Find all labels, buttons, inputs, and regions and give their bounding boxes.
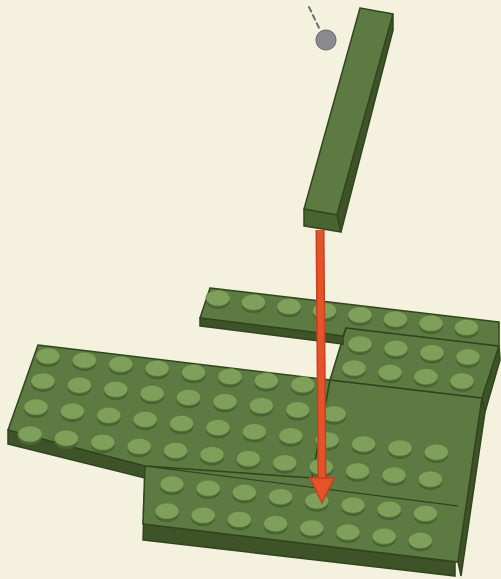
- stud: [269, 489, 293, 508]
- stud: [336, 524, 360, 543]
- stud: [286, 402, 310, 421]
- stud: [413, 505, 437, 524]
- stud: [384, 340, 408, 359]
- stud: [160, 476, 184, 495]
- stud: [133, 411, 157, 430]
- stud: [36, 348, 60, 367]
- stud: [72, 352, 96, 371]
- stud: [24, 399, 48, 418]
- stud: [145, 360, 169, 379]
- stud: [418, 471, 442, 490]
- stud: [352, 436, 376, 455]
- stud: [450, 373, 474, 392]
- stud: [414, 369, 438, 388]
- stud: [104, 381, 128, 400]
- stud: [200, 447, 224, 466]
- stud: [170, 415, 194, 434]
- stud: [191, 507, 215, 526]
- stud: [378, 364, 402, 383]
- stud: [420, 345, 444, 364]
- stud: [455, 319, 479, 338]
- stud: [91, 434, 115, 453]
- stud: [384, 311, 408, 330]
- stud: [206, 290, 230, 309]
- stud: [18, 426, 42, 445]
- stud: [236, 451, 260, 470]
- stud: [213, 394, 237, 413]
- stud: [341, 497, 365, 516]
- stud: [346, 463, 370, 482]
- stud: [273, 455, 297, 474]
- stud: [54, 430, 78, 449]
- stud: [232, 484, 256, 503]
- stud: [388, 440, 412, 459]
- stud: [227, 511, 251, 530]
- stud: [109, 356, 133, 375]
- stud: [377, 501, 401, 520]
- stud: [264, 516, 288, 535]
- stud: [177, 389, 201, 408]
- stud: [97, 407, 121, 426]
- stud: [60, 403, 84, 422]
- stud: [424, 444, 448, 463]
- stud: [348, 307, 372, 326]
- stud: [31, 373, 55, 392]
- stud: [218, 369, 242, 388]
- stud: [196, 480, 220, 499]
- stud: [242, 424, 266, 443]
- stud: [279, 428, 303, 447]
- stud: [164, 442, 188, 461]
- stud: [254, 373, 278, 392]
- stud: [206, 420, 230, 439]
- stud: [155, 503, 179, 522]
- stud: [456, 349, 480, 368]
- stud: [291, 377, 315, 396]
- stud: [249, 398, 273, 417]
- stud: [127, 438, 151, 457]
- stud: [277, 298, 301, 317]
- pointer-marker: [309, 7, 336, 50]
- stud: [300, 520, 324, 539]
- stud: [342, 360, 366, 379]
- stud: [408, 532, 432, 551]
- stud: [242, 294, 266, 313]
- stud: [382, 467, 406, 486]
- stud: [67, 377, 91, 396]
- stud: [140, 385, 164, 404]
- stud: [182, 364, 206, 383]
- stud: [348, 336, 372, 355]
- stud: [419, 315, 443, 334]
- stud: [372, 528, 396, 547]
